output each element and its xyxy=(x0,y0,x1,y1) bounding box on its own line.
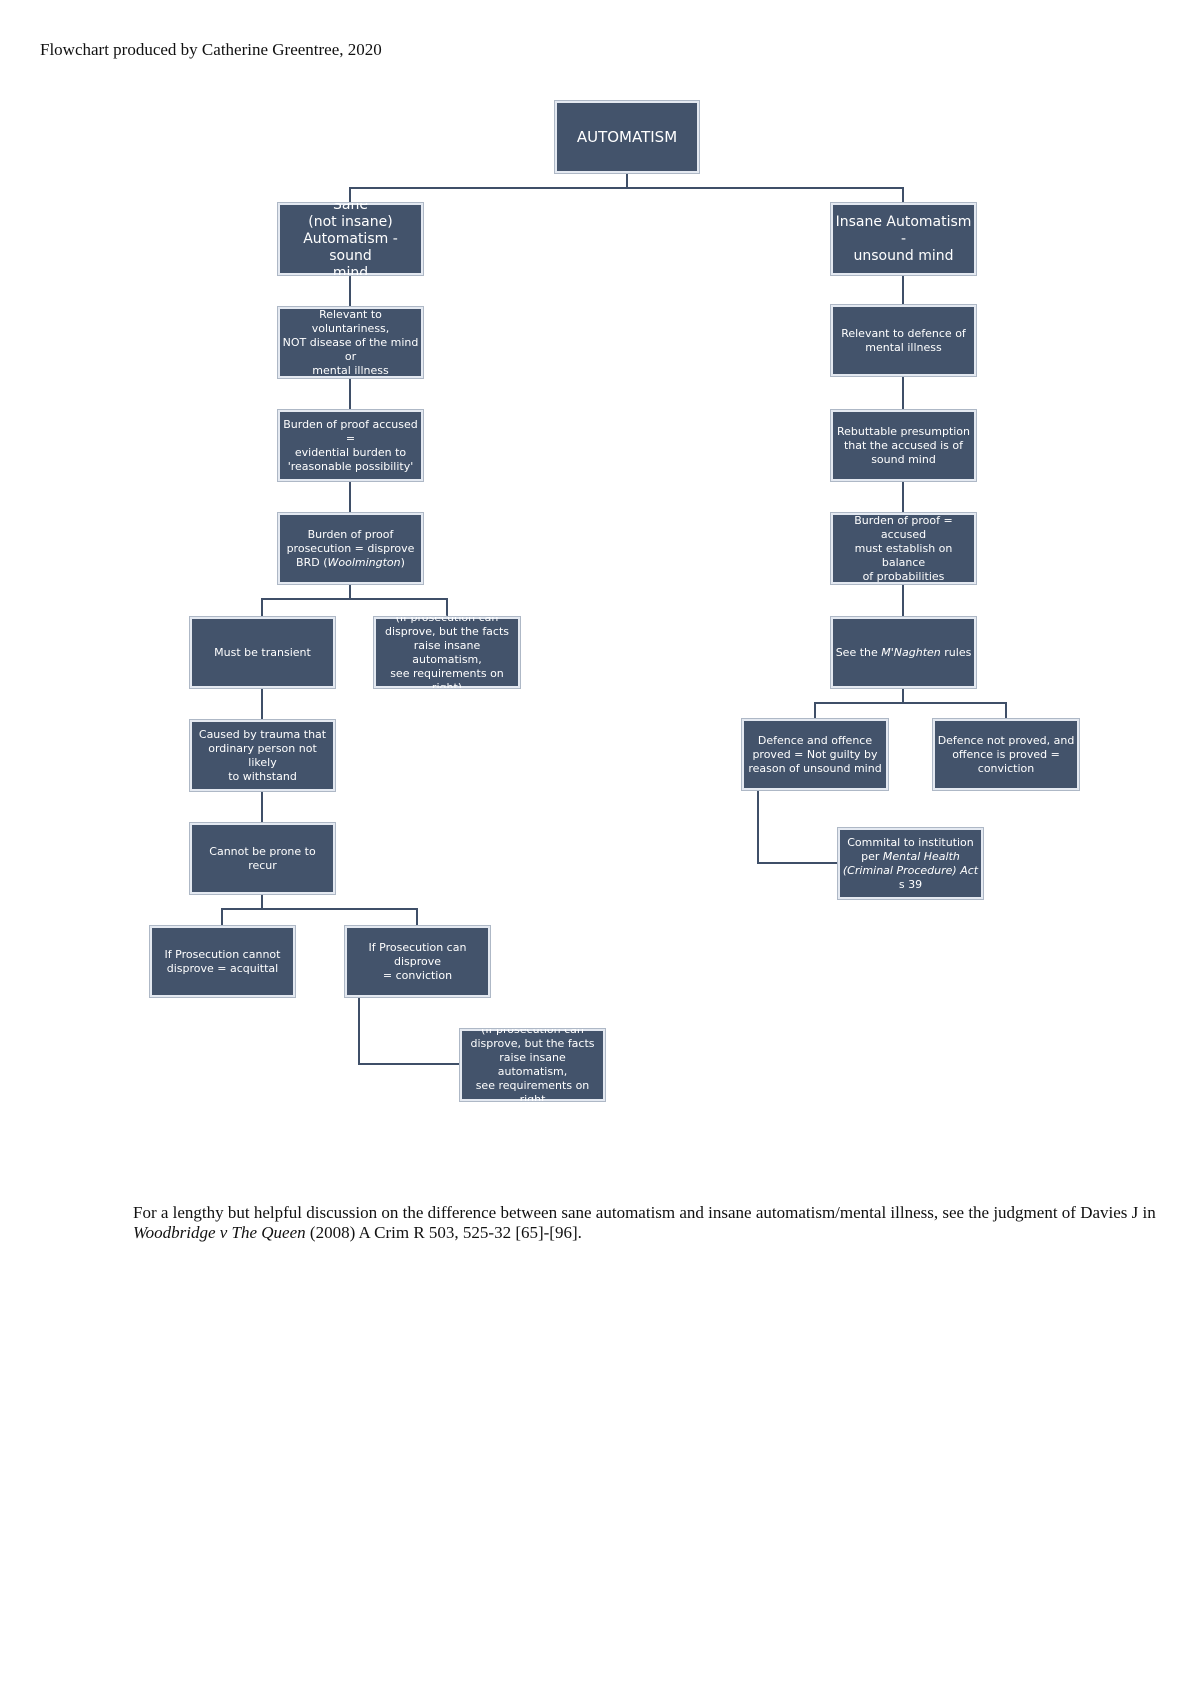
node-insane-burden-accused: Burden of proof = accused must establish… xyxy=(830,512,977,585)
author-credit: Flowchart produced by Catherine Greentre… xyxy=(40,40,382,59)
node-sane-automatism: Sane (not insane) Automatism - sound min… xyxy=(277,197,424,281)
node-conviction: If Prosecution can disprove = conviction xyxy=(344,925,491,998)
connector-split-defence xyxy=(814,688,1007,719)
node-acquittal: If Prosecution cannot disprove = acquitt… xyxy=(149,925,296,998)
node-insane-presumption: Rebuttable presumption that the accused … xyxy=(830,409,977,482)
node-caused-by-trauma: Caused by trauma that ordinary person no… xyxy=(189,719,336,792)
node-not-guilty-unsound-mind: Defence and offence proved = Not guilty … xyxy=(741,718,889,791)
node-sane-relevant: Relevant to voluntariness, NOT disease o… xyxy=(277,306,424,379)
node-sane-burden-accused: Burden of proof accused = evidential bur… xyxy=(277,409,424,482)
node-insane-automatism: Insane Automatism - unsound mind xyxy=(830,202,977,276)
footnote: For a lengthy but helpful discussion on … xyxy=(133,1203,1156,1242)
connector-note-2 xyxy=(358,997,460,1065)
node-sane-burden-prosecution: Burden of proof prosecution = disprove B… xyxy=(277,512,424,585)
connector-commital xyxy=(757,790,838,864)
connector-split-outcome xyxy=(221,894,418,926)
node-must-be-transient: Must be transient xyxy=(189,616,336,689)
node-mnaghten-text: See the M'Naghten rules xyxy=(835,645,972,659)
node-sane-burden-prosecution-text: Burden of proof prosecution = disprove B… xyxy=(286,527,415,569)
node-commital-text: Commital to institution per Mental Healt… xyxy=(842,835,979,891)
node-automatism: AUTOMATISM xyxy=(554,100,700,174)
node-prosecution-note-1: (If prosecution can disprove, but the fa… xyxy=(373,611,521,694)
connector-split-transient xyxy=(261,584,448,617)
node-mnaghten-rules: See the M'Naghten rules xyxy=(830,616,977,689)
node-commital-institution: Commital to institution per Mental Healt… xyxy=(837,827,984,900)
node-cannot-recur: Cannot be prone to recur xyxy=(189,822,336,895)
footnote-case-name: Woodbridge v The Queen xyxy=(133,1223,306,1242)
node-defence-not-proved: Defence not proved, and offence is prove… xyxy=(932,718,1080,791)
node-prosecution-note-2: (If prosecution can disprove, but the fa… xyxy=(459,1023,606,1106)
connector-root xyxy=(349,173,904,203)
node-insane-relevant: Relevant to defence of mental illness xyxy=(830,304,977,377)
